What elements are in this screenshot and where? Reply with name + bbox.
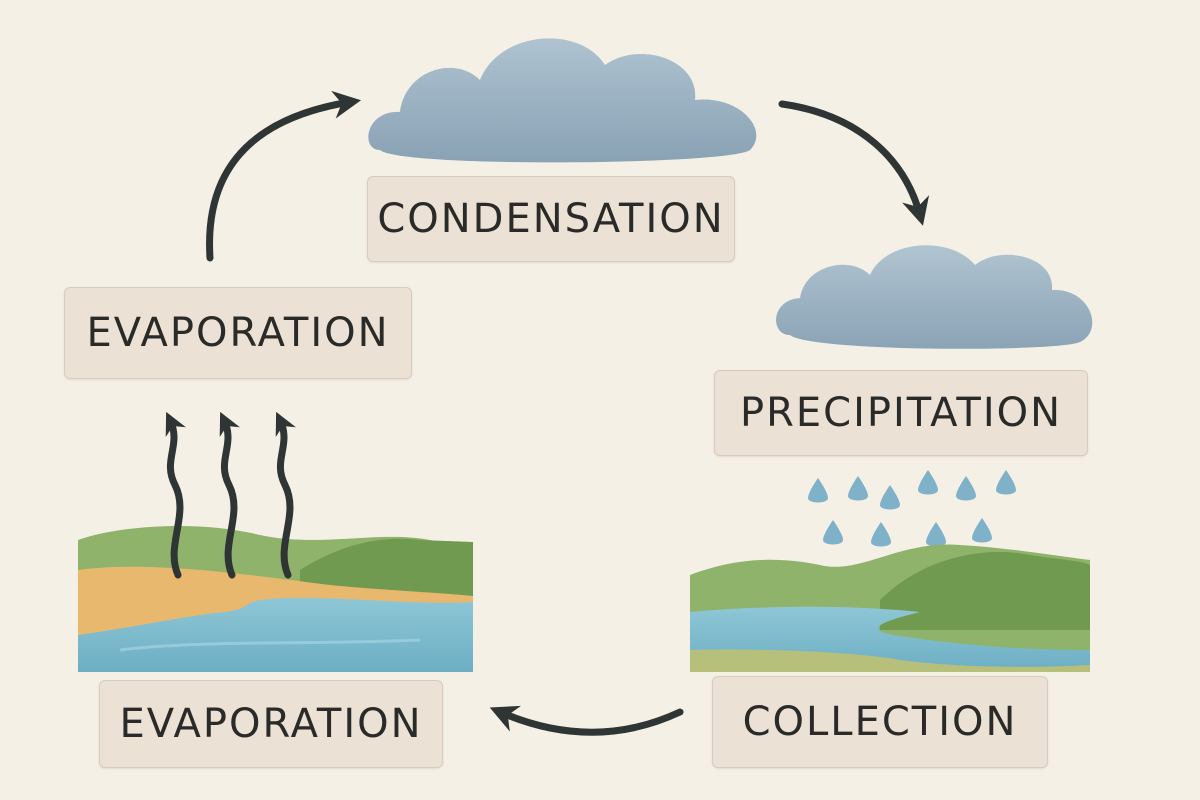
rising-vapor-arrows [165, 411, 296, 579]
arrow-collection-to-evaporation [489, 705, 684, 736]
arrow-evaporation-to-condensation [206, 90, 362, 262]
arrow-condensation-to-precipitation [778, 100, 930, 226]
label-evaporation-top: EVAPORATION [64, 287, 412, 379]
collection-landscape [690, 544, 1090, 672]
label-precipitation: PRECIPITATION [714, 370, 1088, 456]
evaporation-landscape [78, 525, 473, 672]
label-collection: COLLECTION [712, 676, 1048, 768]
raindrops [808, 470, 1016, 547]
cycle-arrows [206, 90, 930, 736]
condensation-cloud [368, 38, 757, 163]
label-condensation: CONDENSATION [367, 176, 735, 262]
precipitation-cloud [776, 245, 1093, 349]
label-evaporation-bottom: EVAPORATION [99, 680, 443, 768]
